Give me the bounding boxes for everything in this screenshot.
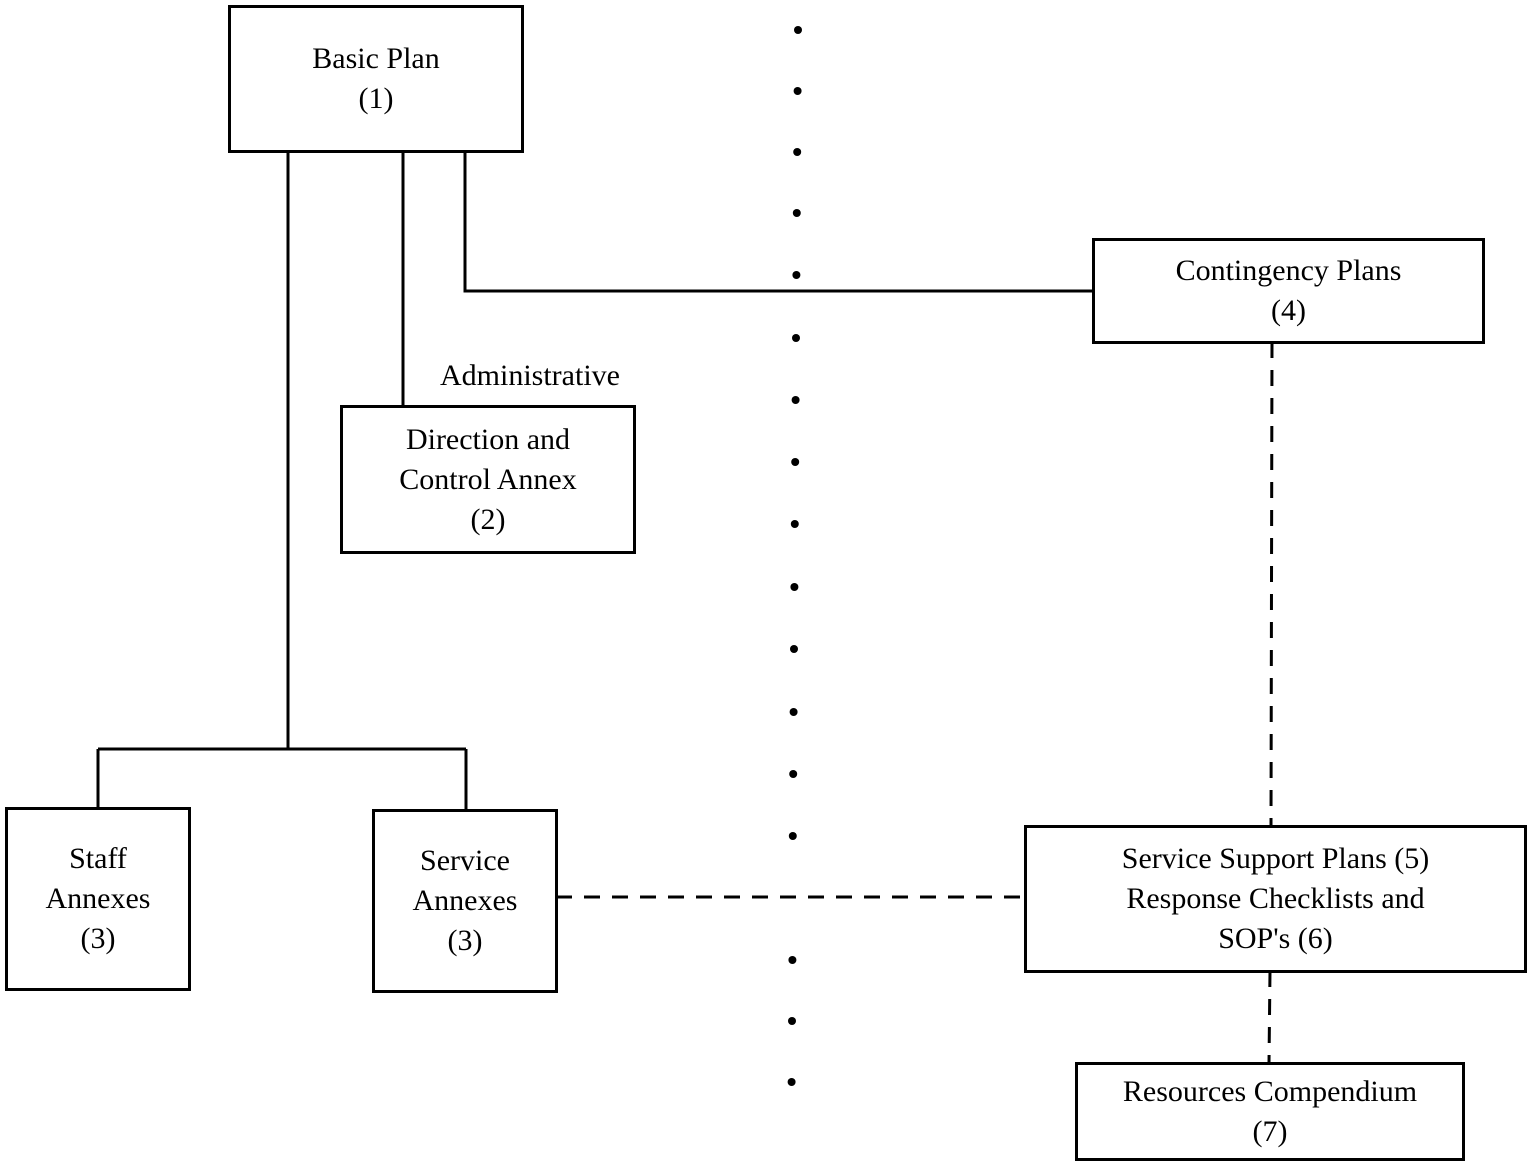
service-support-line3: SOP's (6) <box>1218 922 1333 955</box>
divider-dot <box>788 1017 796 1025</box>
service-support-line2: Response Checklists and <box>1126 882 1425 915</box>
divider-dot <box>792 334 800 342</box>
contingency-plans-number: (4) <box>1271 294 1306 327</box>
service-support-plans-box[interactable]: Service Support Plans (5) Response Check… <box>1024 825 1527 973</box>
service-support-line1: Service Support Plans (5) <box>1121 842 1430 875</box>
service-annexes-box[interactable]: Service Annexes (3) <box>372 809 558 993</box>
basic-plan-title: Basic Plan <box>312 42 440 75</box>
dotted-divider <box>787 26 802 1086</box>
resources-compendium-number: (7) <box>1252 1114 1288 1148</box>
edge-basic-plan-to-contingency <box>463 152 1093 293</box>
basic-plan-number: (1) <box>358 82 394 115</box>
direction-control-number: (2) <box>470 502 506 536</box>
administrative-label: Administrative <box>440 359 620 392</box>
divider-dot <box>793 87 802 95</box>
divider-dot <box>789 770 798 778</box>
divider-dot <box>793 148 802 156</box>
divider-dot <box>791 458 800 466</box>
divider-dot <box>788 832 797 840</box>
divider-dot <box>792 209 801 217</box>
contingency-plans-box[interactable]: Contingency Plans (4) <box>1092 238 1485 344</box>
divider-dot <box>788 956 797 964</box>
divider-dot <box>790 645 798 653</box>
resources-compendium-title: Resources Compendium <box>1122 1074 1418 1108</box>
divider-dot <box>790 583 799 591</box>
divider-dot <box>790 520 799 528</box>
contingency-plans-title: Contingency Plans <box>1175 254 1402 287</box>
divider-dot <box>794 26 802 34</box>
direction-control-annex-box[interactable]: Direction and Control Annex (2) <box>340 405 636 554</box>
basic-plan-box[interactable]: Basic Plan (1) <box>228 5 524 153</box>
service-annexes-number: (3) <box>447 924 483 957</box>
staff-annexes-line2: Annexes <box>45 882 151 915</box>
direction-control-line1: Direction and <box>405 422 571 456</box>
edge-contingency-to-service-support <box>1269 341 1274 827</box>
service-annexes-line1: Service <box>420 844 510 877</box>
staff-annexes-line1: Staff <box>69 842 127 875</box>
staff-annexes-number: (3) <box>80 922 116 955</box>
divider-dot <box>789 708 798 716</box>
resources-compendium-box[interactable]: Resources Compendium (7) <box>1075 1062 1465 1161</box>
staff-annexes-box[interactable]: Staff Annexes (3) <box>5 807 191 991</box>
edge-service-support-to-resources <box>1267 970 1272 1064</box>
divider-dot <box>791 396 800 404</box>
service-annexes-line2: Annexes <box>412 884 518 917</box>
direction-control-line2: Control Annex <box>399 462 577 496</box>
edge-basic-plan-to-annexes <box>96 152 468 810</box>
divider-dot <box>792 271 801 279</box>
divider-dot <box>787 1078 796 1086</box>
